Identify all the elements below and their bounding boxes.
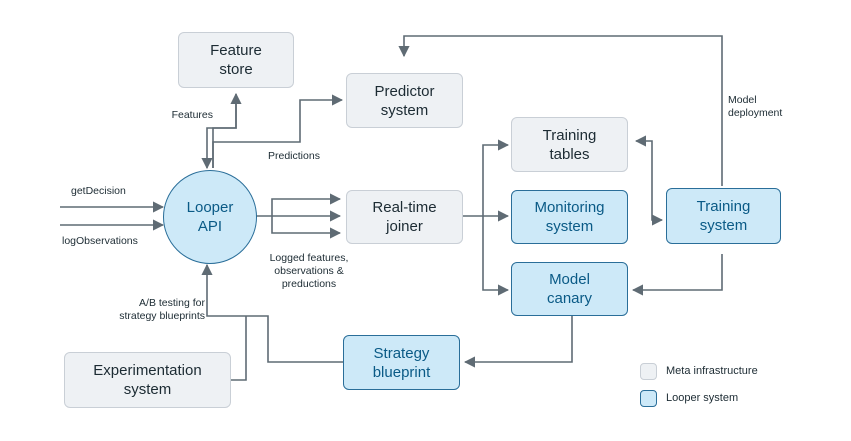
strategy-blueprint-node: Strategy blueprint — [343, 335, 460, 390]
features-label: Features — [171, 109, 213, 121]
model-deployment-label: Model deployment — [728, 94, 783, 119]
experimentation-system-node: Experimentation system — [64, 352, 231, 408]
logged-features-label: Logged features, observations & preducti… — [269, 252, 349, 290]
legend-looper-swatch — [640, 390, 657, 407]
arrow-tables-training — [634, 135, 664, 226]
looper-api-node: Looper API — [163, 170, 257, 264]
legend-meta-swatch — [640, 363, 657, 380]
arrow-to-canary — [482, 216, 510, 296]
realtime-joiner-node: Real-time joiner — [346, 190, 463, 244]
arrow-blueprint-looper — [201, 263, 344, 363]
ab-testing-label: A/B testing for strategy blueprints — [119, 297, 205, 322]
arrow-model-deployment — [398, 35, 723, 186]
get-decision-label: getDecision — [71, 185, 126, 197]
model-canary-node: Model canary — [511, 262, 628, 316]
training-tables-node: Training tables — [511, 117, 628, 172]
arrow-canary-blueprint — [463, 316, 573, 368]
predictor-system-node: Predictor system — [346, 73, 463, 128]
training-system-node: Training system — [666, 188, 781, 244]
arrow-joiner-3 — [271, 216, 342, 239]
arrow-features — [212, 92, 242, 168]
legend-meta-label: Meta infrastructure — [666, 365, 758, 377]
legend-looper-label: Looper system — [666, 392, 739, 404]
arrow-training-canary — [631, 254, 723, 296]
arrow-experimentation — [231, 316, 247, 381]
arrow-joiner-1 — [256, 193, 342, 217]
predictions-label: Predictions — [268, 150, 320, 162]
arrow-to-training-tables — [482, 139, 510, 216]
feature-store-node: Feature store — [178, 32, 294, 88]
arrow-predictions — [212, 94, 344, 168]
monitoring-system-node: Monitoring system — [511, 190, 628, 244]
log-observations-label: logObservations — [62, 235, 138, 247]
arrow-features-return — [201, 100, 237, 170]
